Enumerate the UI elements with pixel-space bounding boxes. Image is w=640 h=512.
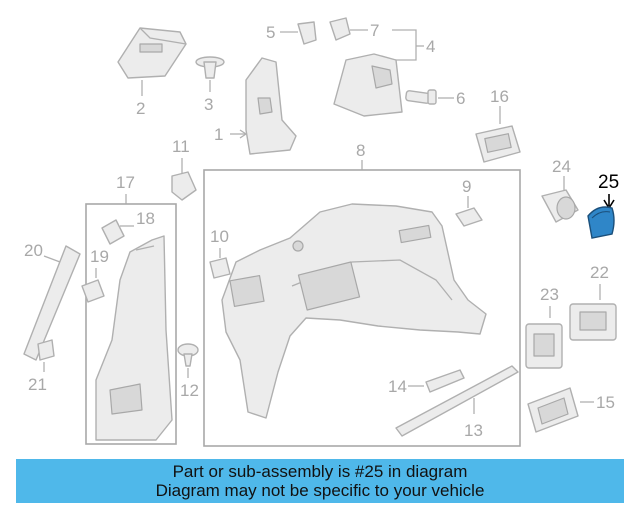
part-21-clip xyxy=(37,339,55,372)
part-10-clip xyxy=(209,257,231,279)
part-25-cap-highlighted xyxy=(587,206,615,239)
part-24-power-outlet xyxy=(541,189,579,223)
callout-20: 20 xyxy=(24,241,43,260)
part-19-clip xyxy=(81,279,105,303)
callout-14: 14 xyxy=(388,377,407,396)
callout-10: 10 xyxy=(210,227,229,246)
callout-19: 19 xyxy=(90,247,109,266)
part-1-pillar-trim xyxy=(230,57,297,155)
callout-1: 1 xyxy=(214,125,223,144)
part-17-group-box xyxy=(85,203,177,445)
callout-13: 13 xyxy=(464,421,483,440)
callout-21: 21 xyxy=(28,375,47,394)
part-11-clip xyxy=(171,171,197,201)
part-8-quarter-trim-panel xyxy=(221,203,487,419)
callout-8: 8 xyxy=(356,141,365,160)
part-9-clip xyxy=(455,207,483,227)
part-6-bolt xyxy=(405,89,454,105)
banner-line-2: Diagram may not be specific to your vehi… xyxy=(155,481,485,500)
callout-18: 18 xyxy=(136,209,155,228)
callout-17: 17 xyxy=(116,173,135,192)
callout-11: 11 xyxy=(172,137,190,156)
part-13-sill-plate xyxy=(395,365,519,437)
callout-2: 2 xyxy=(136,99,145,118)
banner-line-1: Part or sub-assembly is #25 in diagram xyxy=(172,462,468,481)
callout-25: 25 xyxy=(598,172,619,193)
notice-banner: Part or sub-assembly is #25 in diagram D… xyxy=(16,459,624,503)
part-7-clip xyxy=(329,17,368,41)
part-15-panel xyxy=(527,387,594,433)
part-2-bracket xyxy=(117,27,187,96)
callout-24: 24 xyxy=(552,157,571,176)
part-12-push-pin xyxy=(177,343,199,378)
callout-3: 3 xyxy=(204,95,213,114)
part-17-pillar-trim xyxy=(95,235,173,441)
callout-6: 6 xyxy=(456,89,465,108)
part-20-trim-strip xyxy=(23,245,81,361)
callout-16: 16 xyxy=(490,87,509,106)
part-18-clip xyxy=(101,219,125,245)
part-22-switch xyxy=(569,303,617,341)
callout-9: 9 xyxy=(462,177,471,196)
part-5-clip xyxy=(297,21,317,45)
part-4-cover xyxy=(333,53,403,117)
part-3-clip xyxy=(195,56,225,92)
callout-7: 7 xyxy=(370,21,379,40)
callout-15: 15 xyxy=(596,393,615,412)
callout-12: 12 xyxy=(180,381,199,400)
callout-22: 22 xyxy=(590,263,609,282)
part-23-switch xyxy=(525,323,563,369)
part-8-group-box xyxy=(203,169,521,447)
callout-23: 23 xyxy=(540,285,559,304)
part-14-trim-piece xyxy=(425,369,465,393)
callout-5: 5 xyxy=(266,23,275,42)
callout-4: 4 xyxy=(426,37,435,56)
part-16-switch xyxy=(475,125,521,163)
